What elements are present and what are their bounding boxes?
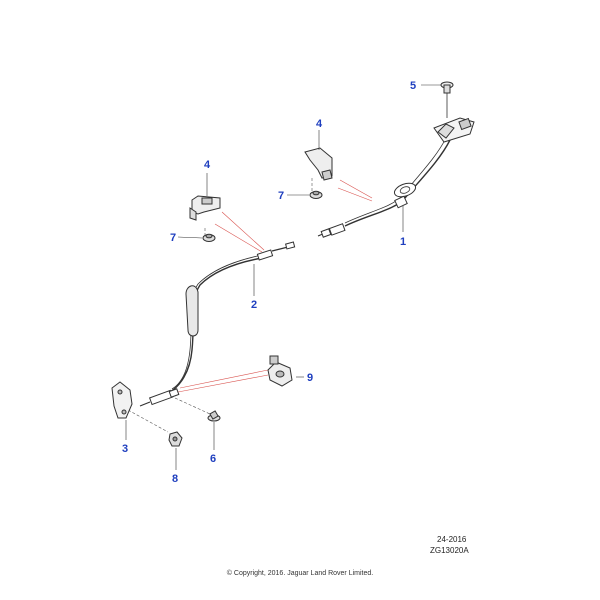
callout-5: 5 bbox=[410, 80, 416, 92]
assembly-guides bbox=[127, 178, 313, 433]
nut-part-8 bbox=[168, 431, 183, 447]
cable-connector-1 bbox=[328, 223, 346, 236]
callout-4-right: 4 bbox=[316, 118, 323, 130]
cable-grommet bbox=[185, 285, 199, 337]
callout-4-left: 4 bbox=[204, 159, 211, 171]
callout-leaders bbox=[125, 84, 441, 470]
cable-connector-2 bbox=[256, 249, 274, 261]
bracket-part-4-left bbox=[189, 195, 221, 221]
cable-front bbox=[139, 241, 296, 407]
copyright-notice: © Copyright, 2016. Jaguar Land Rover Lim… bbox=[226, 570, 374, 577]
reference-code: ZG13020A bbox=[430, 546, 469, 555]
lever-part-3 bbox=[111, 381, 133, 419]
callout-9: 9 bbox=[307, 372, 313, 384]
cable-rear bbox=[317, 137, 451, 238]
callout-7-right: 7 bbox=[278, 190, 284, 202]
bolt-part-5 bbox=[440, 81, 454, 94]
callout-1: 1 bbox=[400, 236, 406, 248]
callout-7-left: 7 bbox=[170, 232, 176, 244]
cable-end-bracket bbox=[433, 90, 475, 143]
leader-lines bbox=[177, 179, 373, 393]
callout-3: 3 bbox=[122, 443, 128, 455]
bracket-part-4-right bbox=[304, 147, 333, 181]
clip-part-9 bbox=[267, 355, 293, 387]
callout-6: 6 bbox=[210, 453, 216, 465]
nut-part-7-right bbox=[309, 190, 323, 199]
date-code: 24-2016 bbox=[437, 535, 467, 544]
nut-part-7-left bbox=[202, 233, 216, 242]
callout-2: 2 bbox=[251, 299, 257, 311]
bolt-part-6 bbox=[207, 410, 221, 422]
callout-8: 8 bbox=[172, 473, 178, 485]
